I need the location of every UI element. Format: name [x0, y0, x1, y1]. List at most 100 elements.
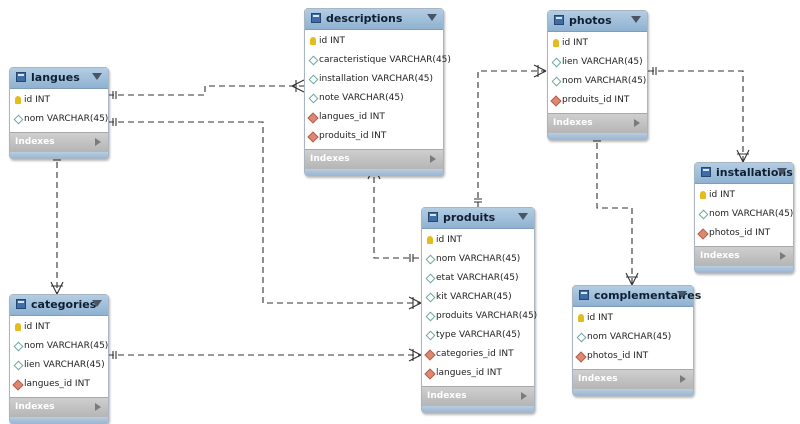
column-label: etat VARCHAR(45)	[436, 273, 519, 283]
table-icon	[311, 13, 321, 23]
collapse-arrow-icon[interactable]	[631, 16, 641, 23]
expand-arrow-icon[interactable]	[680, 375, 686, 383]
column-row[interactable]: langues_id INT	[10, 375, 108, 394]
column-icon	[13, 114, 24, 125]
indexes-section[interactable]: Indexes	[422, 386, 534, 406]
collapse-arrow-icon[interactable]	[518, 213, 528, 220]
column-label: id INT	[319, 36, 345, 46]
table-footer	[305, 169, 443, 175]
collapse-arrow-icon[interactable]	[427, 14, 437, 21]
collapse-arrow-icon[interactable]	[677, 291, 687, 298]
column-row[interactable]: produits_id INT	[548, 91, 647, 110]
table-header[interactable]: installations	[695, 163, 793, 184]
many-marker	[50, 281, 64, 295]
column-label: nom VARCHAR(45)	[709, 209, 794, 219]
table-categories[interactable]: categories id INT nom VARCHAR(45) lien V…	[9, 294, 109, 424]
column-label: produits_id INT	[562, 95, 630, 105]
column-row[interactable]: id INT	[695, 186, 793, 205]
column-label: nom VARCHAR(45)	[587, 332, 672, 342]
foreign-key-icon	[12, 379, 24, 391]
expand-arrow-icon[interactable]	[521, 392, 527, 400]
column-row[interactable]: id INT	[10, 91, 108, 110]
expand-arrow-icon[interactable]	[430, 155, 436, 163]
column-row[interactable]: photos_id INT	[573, 347, 693, 366]
column-row[interactable]: id INT	[548, 34, 647, 53]
table-header[interactable]: langues	[10, 68, 108, 89]
many-marker	[625, 272, 639, 286]
column-row[interactable]: nom VARCHAR(45)	[695, 205, 793, 224]
column-label: produits VARCHAR(45)	[436, 311, 538, 321]
column-row[interactable]: nom VARCHAR(45)	[422, 250, 534, 269]
column-row[interactable]: lien VARCHAR(45)	[548, 53, 647, 72]
table-footer	[422, 406, 534, 412]
column-row[interactable]: id INT	[305, 32, 443, 51]
column-label: note VARCHAR(45)	[319, 93, 404, 103]
collapse-arrow-icon[interactable]	[777, 168, 787, 175]
many-marker	[408, 296, 422, 310]
foreign-key-icon	[697, 228, 709, 240]
table-icon	[16, 72, 26, 82]
column-row[interactable]: caracteristique VARCHAR(45)	[305, 51, 451, 70]
indexes-section[interactable]: Indexes	[695, 246, 793, 266]
table-produits[interactable]: produits id INT nom VARCHAR(45) etat VAR…	[421, 207, 538, 413]
column-row[interactable]: nom VARCHAR(45)	[548, 72, 647, 91]
table-langues[interactable]: langues id INT nom VARCHAR(45) Indexes	[9, 67, 109, 159]
column-row[interactable]: nom VARCHAR(45)	[573, 328, 693, 347]
table-name: installations	[716, 166, 793, 179]
expand-arrow-icon[interactable]	[95, 403, 101, 411]
column-icon	[425, 292, 436, 303]
column-label: categories_id INT	[436, 349, 514, 359]
column-icon	[13, 360, 24, 371]
table-name: categories	[31, 298, 97, 311]
column-row[interactable]: produits_id INT	[305, 127, 443, 146]
indexes-label: Indexes	[15, 402, 55, 412]
column-row[interactable]: produits VARCHAR(45)	[422, 307, 538, 326]
column-row[interactable]: id INT	[422, 231, 534, 250]
indexes-section[interactable]: Indexes	[10, 397, 108, 417]
expand-arrow-icon[interactable]	[634, 119, 640, 127]
table-installations[interactable]: installations id INT nom VARCHAR(45) pho…	[694, 162, 794, 273]
table-footer	[10, 417, 108, 423]
table-header[interactable]: complementaires	[573, 286, 701, 307]
column-row[interactable]: id INT	[573, 309, 693, 328]
column-row[interactable]: lien VARCHAR(45)	[10, 356, 108, 375]
column-label: langues_id INT	[319, 112, 385, 122]
table-header[interactable]: photos	[548, 11, 647, 32]
indexes-section[interactable]: Indexes	[10, 132, 108, 152]
column-row[interactable]: langues_id INT	[422, 364, 534, 383]
column-icon	[13, 341, 24, 352]
column-row[interactable]: langues_id INT	[305, 108, 443, 127]
column-row[interactable]: categories_id INT	[422, 345, 534, 364]
table-name: produits	[443, 211, 496, 224]
table-header[interactable]: produits	[422, 208, 534, 229]
foreign-key-icon	[307, 131, 319, 143]
collapse-arrow-icon[interactable]	[92, 73, 102, 80]
table-descriptions[interactable]: descriptions id INT caracteristique VARC…	[304, 8, 451, 176]
indexes-section[interactable]: Indexes	[573, 369, 693, 389]
column-row[interactable]: etat VARCHAR(45)	[422, 269, 534, 288]
foreign-key-icon	[424, 368, 436, 380]
expand-arrow-icon[interactable]	[780, 252, 786, 260]
column-row[interactable]: installation VARCHAR(45)	[305, 70, 443, 89]
column-row[interactable]: type VARCHAR(45)	[422, 326, 534, 345]
column-row[interactable]: kit VARCHAR(45)	[422, 288, 534, 307]
table-photos[interactable]: photos id INT lien VARCHAR(45) nom VARCH…	[547, 10, 648, 140]
table-complementaires[interactable]: complementaires id INT nom VARCHAR(45) p…	[572, 285, 701, 396]
column-label: produits_id INT	[319, 131, 387, 141]
column-row[interactable]: id INT	[10, 318, 108, 337]
column-row[interactable]: note VARCHAR(45)	[305, 89, 443, 108]
expand-arrow-icon[interactable]	[95, 138, 101, 146]
indexes-section[interactable]: Indexes	[305, 149, 443, 169]
table-header[interactable]: descriptions	[305, 9, 443, 30]
column-row[interactable]: photos_id INT	[695, 224, 793, 243]
column-label: nom VARCHAR(45)	[24, 114, 109, 124]
column-row[interactable]: nom VARCHAR(45)	[10, 337, 108, 356]
collapse-arrow-icon[interactable]	[92, 300, 102, 307]
column-icon	[308, 93, 319, 104]
table-header[interactable]: categories	[10, 295, 108, 316]
table-icon	[579, 290, 589, 300]
indexes-section[interactable]: Indexes	[548, 113, 647, 133]
column-label: nom VARCHAR(45)	[24, 341, 109, 351]
column-label: id INT	[709, 190, 735, 200]
column-row[interactable]: nom VARCHAR(45)	[10, 110, 108, 129]
